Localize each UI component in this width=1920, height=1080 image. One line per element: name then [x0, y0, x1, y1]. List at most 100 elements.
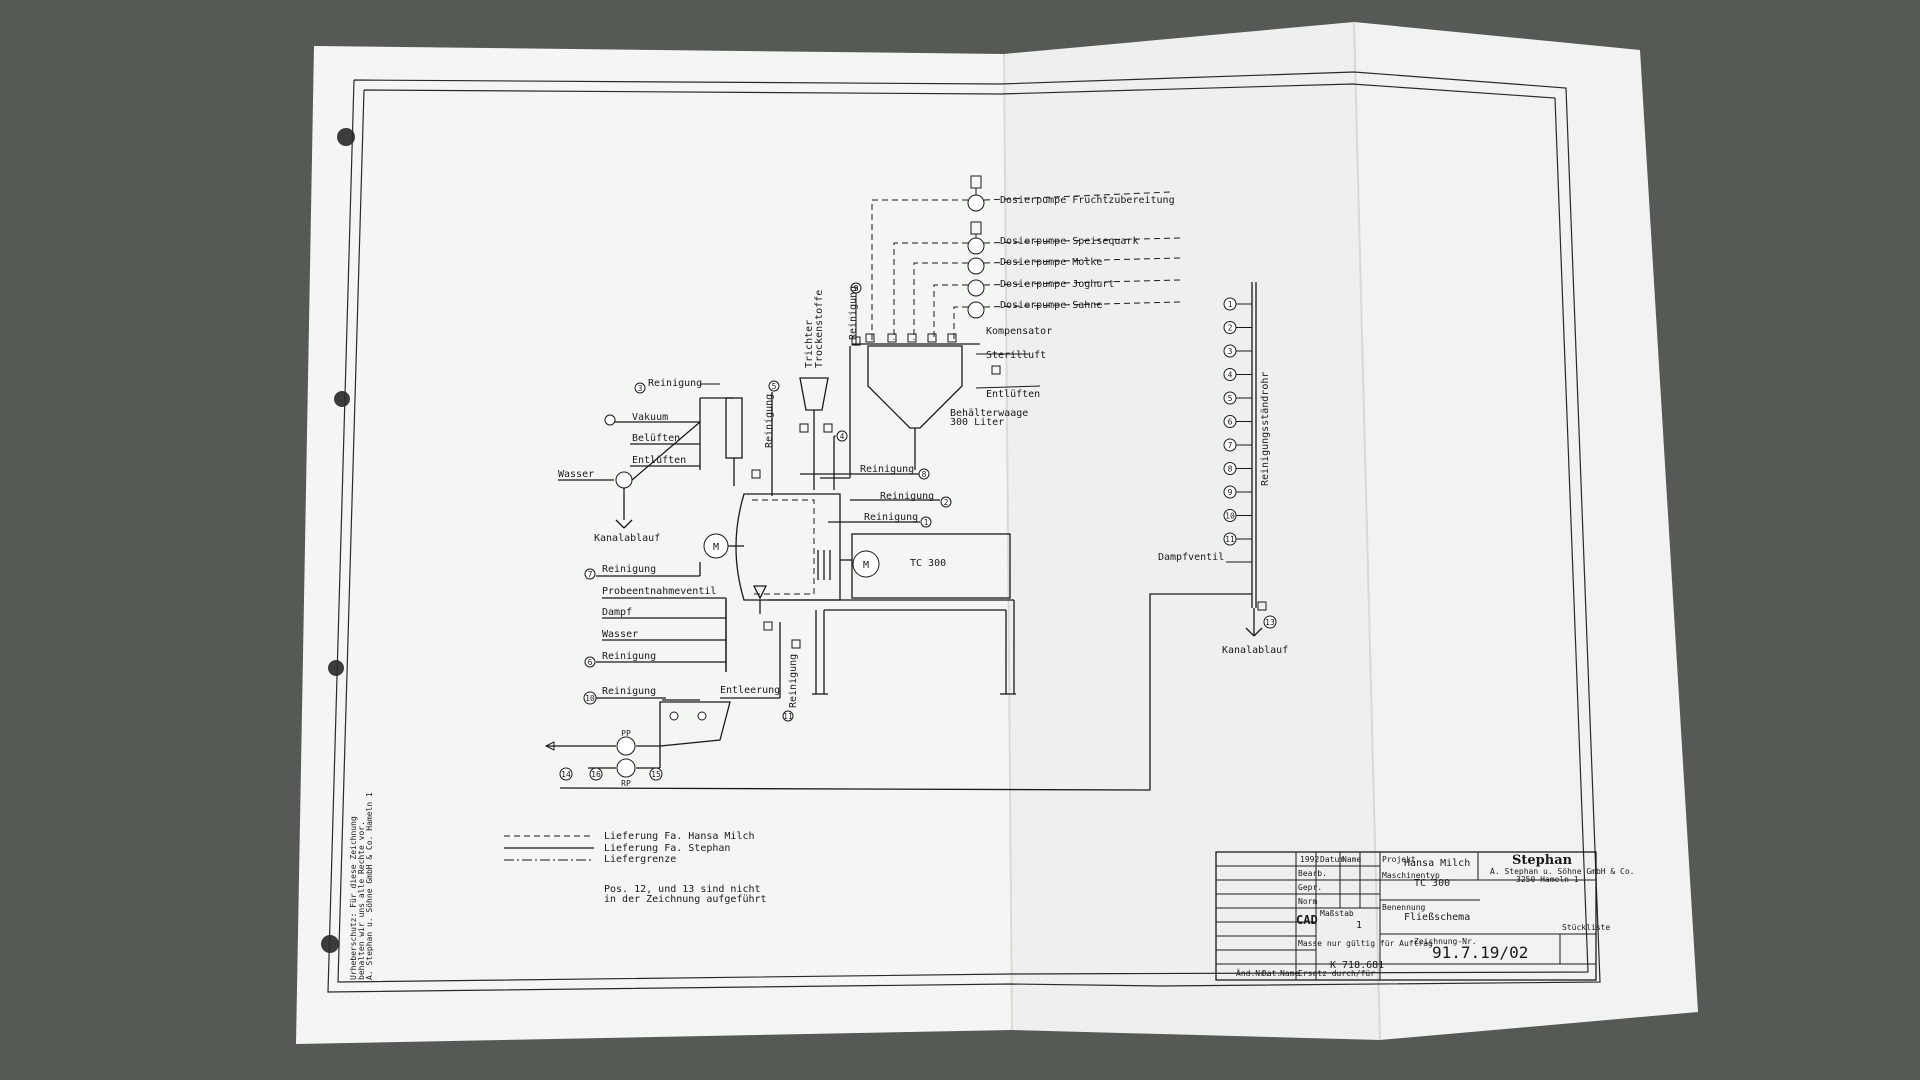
paper-left-page: [296, 46, 1012, 1044]
tb-order-number: K 718.681: [1330, 960, 1384, 971]
label-reinigung-11: Reinigung: [788, 654, 799, 708]
position-marker: [1223, 415, 1237, 428]
legend: Lieferung Fa. Hansa Milch Lieferung Fa. …: [504, 831, 767, 905]
position-marker: [1223, 438, 1237, 452]
tb-label-maschine: Maschinentyp: [1382, 871, 1440, 880]
paper-fold-2: [1353, 21, 1381, 1041]
position-marker: [1223, 462, 1237, 475]
paper-fold: [1003, 53, 1013, 1031]
label-reinigung-6: Reinigung: [602, 651, 656, 662]
label-dampfventil: Dampfventil: [1158, 552, 1224, 563]
vacuum-group: 3 Reinigung Vakuum Belüften Entlüften 5 …: [558, 378, 780, 544]
pump-joghurt-icon: [967, 279, 985, 297]
tb-row-bearb: Bearb.: [1298, 869, 1327, 878]
position-number: 2: [1228, 324, 1233, 333]
tb-company-line1: A. Stephan u. Söhne GmbH & Co.: [1490, 867, 1635, 876]
process-diagram: Dosierpumpe Fruchtzubereitung Dosierpump…: [504, 175, 1288, 905]
num-10: 10: [585, 694, 595, 703]
tb-label-ersatz: Ersatz durch/für: [1298, 969, 1375, 978]
paper-sheet: [296, 21, 1698, 1044]
legend-liefergrenze: Liefergrenze: [604, 854, 676, 865]
tb-label-aender: Änd.Nr.: [1236, 968, 1270, 978]
punch-hole: [334, 391, 350, 407]
weighing-hopper: Behälterwaage 300 Liter 9 Reinigung: [820, 282, 1028, 479]
label-trichter: Trichter: [804, 320, 815, 368]
position-marker: [1223, 509, 1237, 522]
num-9: 9: [854, 284, 859, 293]
tb-col-name: Name: [1342, 855, 1361, 864]
num-11: 11: [783, 712, 793, 721]
tb-label-datum2: Dat.: [1262, 969, 1281, 978]
num-15: 15: [651, 770, 661, 779]
label-dampf: Dampf: [602, 607, 632, 618]
tb-company-line2: 3250 Hameln 1: [1516, 875, 1579, 884]
position-number: 10: [1225, 512, 1235, 521]
label-entlueften-top: Entlüften: [986, 389, 1040, 400]
label-behaelterwaage-volume: 300 Liter: [950, 417, 1004, 428]
label-reinigung-9: Reinigung: [848, 286, 859, 340]
drain-pumps: 10 Reinigung Entleerung Reinigung 11 PP …: [544, 593, 1252, 791]
tb-label-massstab: Maßstab: [1320, 909, 1354, 918]
label-rp: RP: [621, 779, 631, 788]
tb-cad-mark: CAD: [1296, 913, 1318, 927]
label-reinigung-2: Reinigung: [880, 491, 934, 502]
motor-icon: [852, 550, 880, 578]
tb-row-gepr: Gepr.: [1298, 883, 1322, 892]
label-motor-2: M: [863, 560, 869, 571]
margin-note-line1: Urheberschutz: Für diese Zeichnung: [349, 816, 358, 980]
label-dosierpumpe-frucht: Dosierpumpe Fruchtzubereitung: [1000, 195, 1175, 206]
title-block: 1992 Datum Name Bearb. Gepr. Norm Projek…: [1215, 851, 1635, 981]
tb-year: 1992: [1300, 855, 1319, 864]
label-reinigungsstaendrohr: Reinigungsständrohr: [1260, 372, 1271, 486]
pump-speisequark-icon: [967, 237, 985, 255]
position-marker: [1223, 391, 1237, 405]
position-number: 5: [1228, 394, 1233, 403]
label-kanalablauf-right: Kanalablauf: [1222, 645, 1288, 656]
label-vakuum: Vakuum: [632, 412, 668, 423]
punch-hole: [328, 660, 344, 676]
position-number: 3: [1228, 347, 1233, 356]
tb-label-benennung: Benennung: [1382, 903, 1426, 912]
label-dosierpumpe-speisequark: Dosierpumpe Speisequark: [1000, 236, 1138, 247]
position-marker: [1223, 297, 1237, 311]
dosing-pumps: Dosierpumpe Fruchtzubereitung Dosierpump…: [871, 175, 1181, 340]
tb-machine: TC 300: [1414, 878, 1450, 889]
num-5: 5: [772, 382, 777, 391]
tb-label-gueltig: Masse nur gültig für Auftrag: [1298, 939, 1433, 948]
pump-rp-icon: [616, 758, 636, 778]
legend-note-line2: in der Zeichnung aufgeführt: [604, 894, 767, 905]
tb-project: Hansa Milch: [1404, 858, 1470, 869]
label-tc300: TC 300: [910, 558, 946, 569]
water-pump-icon: [615, 471, 633, 489]
label-pp: PP: [621, 729, 631, 738]
position-marker: [1223, 344, 1237, 358]
tb-label-name2: Name: [1280, 969, 1299, 978]
paper-right-flap: [1354, 22, 1698, 1040]
label-reinigung-5: Reinigung: [764, 394, 775, 448]
position-number: 8: [1228, 465, 1233, 474]
position-marker: [1223, 485, 1237, 499]
label-wasser-top: Wasser: [558, 469, 594, 480]
paper-center-page: [1004, 22, 1380, 1040]
tb-company-logo: Stephan: [1512, 853, 1573, 868]
position-number: 11: [1225, 535, 1235, 544]
punch-hole: [337, 128, 355, 146]
num-16: 16: [591, 770, 601, 779]
margin-note: Urheberschutz: Für diese Zeichnung behal…: [349, 792, 374, 980]
vacuum-pump-icon: [604, 414, 616, 426]
num-14: 14: [561, 770, 571, 779]
label-reinigung-3: Reinigung: [648, 378, 702, 389]
num-1: 1: [924, 518, 929, 527]
num-6: 6: [588, 658, 593, 667]
position-marker: [1223, 532, 1237, 546]
label-reinigung-7: Reinigung: [602, 564, 656, 575]
label-entlueften: Entlüften: [632, 455, 686, 466]
punch-hole: [321, 935, 339, 953]
legend-hansa-milch: Lieferung Fa. Hansa Milch: [604, 831, 755, 842]
position-number: 1: [1228, 300, 1233, 309]
pump-frucht-icon: [967, 194, 985, 212]
tb-label-zeichnung: Zeichnung-Nr.: [1414, 937, 1477, 946]
